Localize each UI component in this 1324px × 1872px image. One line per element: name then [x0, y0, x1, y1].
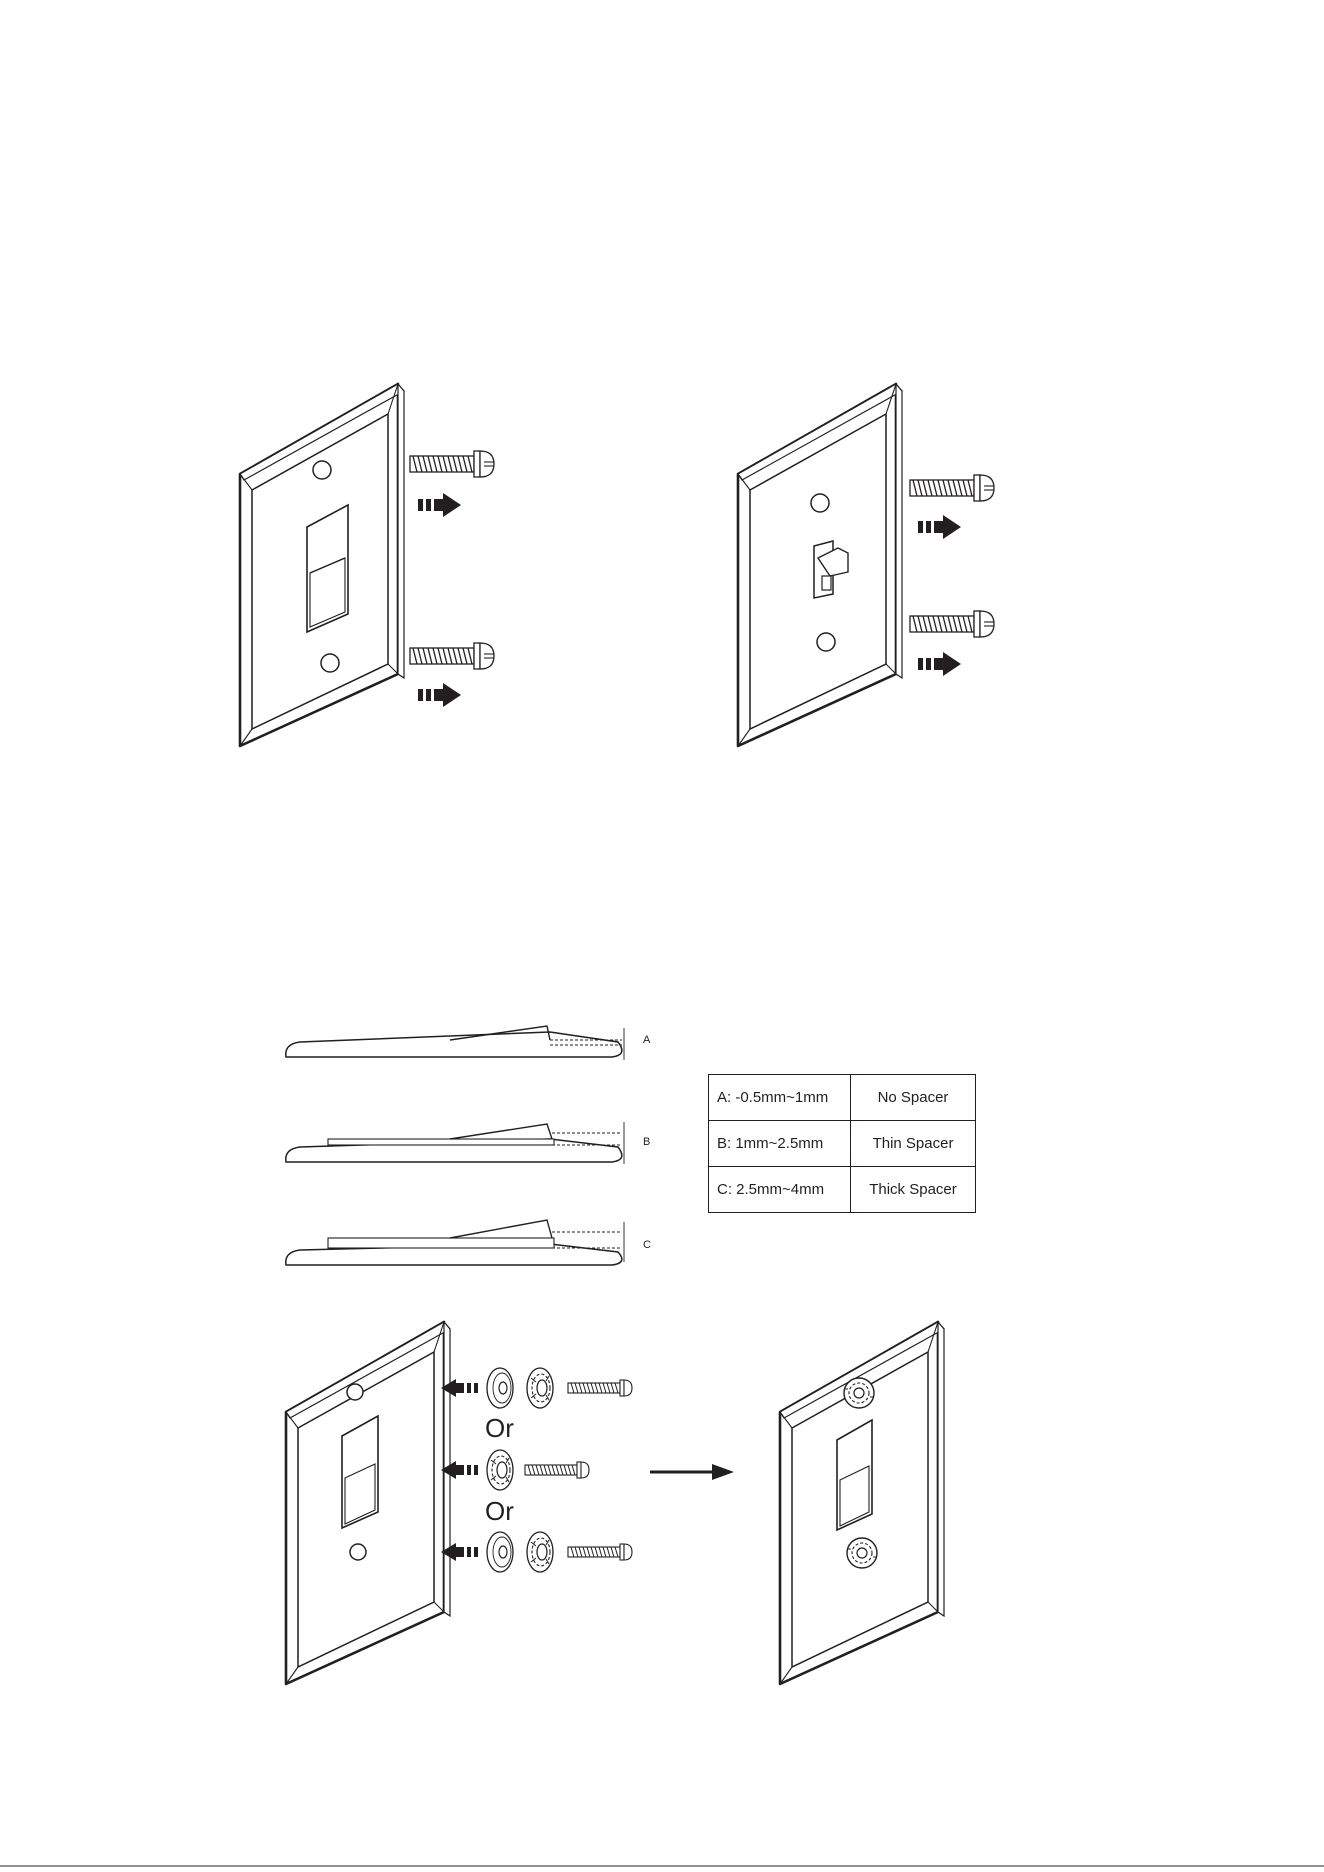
mounted-plate-result — [780, 1322, 944, 1684]
screw-icon — [910, 475, 994, 501]
gap-range-cell: B: 1mm~2.5mm — [709, 1121, 851, 1167]
arrow-right-icon — [918, 652, 961, 676]
spacer-option-1 — [441, 1368, 632, 1408]
rocker-switch — [837, 1420, 872, 1530]
or-separator-2: Or — [485, 1496, 514, 1526]
screw-hole-top — [347, 1384, 363, 1400]
screw-icon — [568, 1544, 632, 1560]
gap-profile-c — [286, 1220, 624, 1265]
gap-profile-a — [286, 1026, 624, 1060]
screw-hole-top — [313, 461, 331, 479]
mounted-spacer-icon — [844, 1378, 874, 1408]
spacer-option-2 — [441, 1450, 589, 1490]
rocker-switch — [307, 505, 348, 632]
gap-range-cell: A: -0.5mm~1mm — [709, 1075, 851, 1121]
spacer-type-cell: Thick Spacer — [851, 1167, 976, 1213]
screw-hole-top — [811, 494, 829, 512]
toothed-spacer-icon — [527, 1368, 553, 1408]
table-row: A: -0.5mm~1mm No Spacer — [709, 1075, 976, 1121]
screw-icon — [910, 611, 994, 637]
spacer-selection-table: A: -0.5mm~1mm No Spacer B: 1mm~2.5mm Thi… — [708, 1074, 976, 1213]
gap-marker-b: B — [643, 1136, 650, 1148]
flat-washer-icon — [487, 1532, 513, 1572]
gap-range-cell: C: 2.5mm~4mm — [709, 1167, 851, 1213]
screw-icon — [525, 1462, 589, 1478]
screw-hole-bottom — [817, 633, 835, 651]
screw-icon — [568, 1380, 632, 1396]
gap-marker-c: C — [643, 1239, 651, 1251]
arrow-right-icon — [418, 683, 461, 707]
arrow-right-icon — [918, 515, 961, 539]
spacer-type-cell: No Spacer — [851, 1075, 976, 1121]
table-row: C: 2.5mm~4mm Thick Spacer — [709, 1167, 976, 1213]
result-arrow-icon — [650, 1464, 734, 1480]
screw-hole-bottom — [350, 1544, 366, 1560]
toggle-plate-removal — [738, 384, 994, 746]
spacer-type-cell: Thin Spacer — [851, 1121, 976, 1167]
arrow-right-icon — [418, 493, 461, 517]
spacer-option-3 — [441, 1532, 632, 1572]
or-separator-1: Or — [485, 1413, 514, 1443]
rocker-switch — [342, 1416, 378, 1528]
toothed-spacer-icon — [487, 1450, 513, 1490]
screw-icon — [410, 643, 494, 669]
toothed-spacer-icon — [527, 1532, 553, 1572]
flat-washer-icon — [487, 1368, 513, 1408]
gap-profile-b — [286, 1122, 624, 1164]
spacer-install-plate — [286, 1322, 450, 1684]
mounted-spacer-icon — [847, 1538, 877, 1568]
gap-marker-a: A — [643, 1034, 651, 1046]
rocker-plate-removal — [240, 384, 494, 746]
screw-hole-bottom — [321, 654, 339, 672]
table-row: B: 1mm~2.5mm Thin Spacer — [709, 1121, 976, 1167]
screw-icon — [410, 451, 494, 477]
